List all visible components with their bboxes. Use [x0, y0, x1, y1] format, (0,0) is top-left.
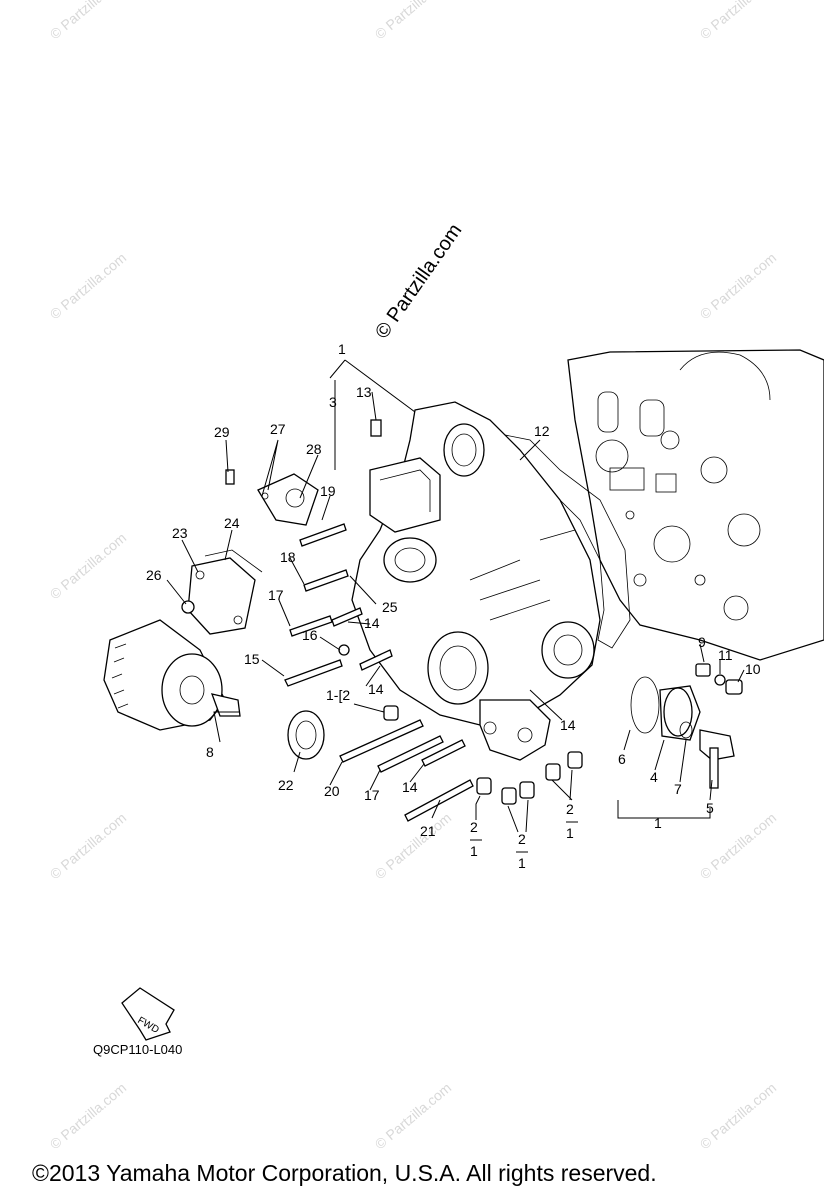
cover-plate	[187, 549, 263, 635]
watermark: © Partzilla.com	[372, 809, 455, 882]
watermark: © Partzilla.com	[372, 0, 455, 42]
callout: 2	[566, 801, 574, 817]
callout: 1	[518, 855, 526, 871]
bolt-14a	[331, 607, 363, 627]
callout: 11	[718, 647, 733, 663]
callout: 6	[618, 751, 626, 767]
callout: 14	[368, 681, 384, 697]
watermark: © Partzilla.com	[697, 249, 780, 322]
callout: 19	[320, 483, 336, 499]
bolt-20	[339, 719, 424, 763]
callout: 18	[280, 549, 296, 565]
relief-valve-parts	[695, 663, 743, 695]
watermark: © Partzilla.com	[47, 809, 130, 882]
callout: 29	[214, 424, 230, 440]
callout: 1-[2	[326, 687, 350, 703]
bolt-29	[225, 469, 235, 485]
callout: 7	[674, 781, 682, 797]
washer-16	[338, 644, 350, 656]
bolts	[284, 419, 474, 822]
oil-filter	[103, 619, 241, 731]
watermark: © Partzilla.com	[47, 1079, 130, 1152]
callout: 22	[278, 777, 294, 793]
callout: 23	[172, 525, 188, 541]
callout: 5	[706, 800, 714, 816]
callout: 28	[306, 441, 322, 457]
callout: 14	[402, 779, 418, 795]
bolt-21	[404, 779, 474, 822]
callout: 2	[518, 831, 526, 847]
watermark: © Partzilla.com	[697, 809, 780, 882]
bolt-15	[284, 659, 343, 687]
watermark: © Partzilla.com	[47, 249, 130, 322]
nut-26	[181, 600, 195, 614]
callout: 1	[566, 825, 574, 841]
watermark: © Partzilla.com	[697, 0, 780, 42]
thermostat-plate	[257, 473, 319, 526]
watermark: © Partzilla.com	[47, 0, 130, 42]
callout: 10	[745, 661, 761, 677]
callout: 14	[364, 615, 380, 631]
callout: 24	[224, 515, 240, 531]
callout: 3	[329, 394, 337, 410]
callout: 21	[420, 823, 436, 839]
bolt-18	[303, 569, 349, 592]
callout: 13	[356, 384, 372, 400]
bolt-13	[370, 419, 382, 437]
callout: 1	[338, 341, 346, 357]
callout: 15	[244, 651, 260, 667]
leader-lines	[166, 359, 745, 853]
bolt-19	[299, 523, 347, 547]
bolt-14b	[359, 649, 393, 671]
callout: 14	[560, 717, 576, 733]
callouts: 1 3 13 12 29 27 28 19 23 24 26 18 25 17 …	[146, 341, 761, 871]
callout: 27	[270, 421, 286, 437]
watermark: © Partzilla.com	[372, 1079, 455, 1152]
filter-housing	[630, 676, 735, 789]
callout: 1	[654, 815, 662, 831]
oil-seal-22	[287, 710, 325, 760]
callout: 26	[146, 567, 162, 583]
callout: 4	[650, 769, 658, 785]
callout: 20	[324, 783, 340, 799]
callout: 17	[268, 587, 284, 603]
watermark: © Partzilla.com	[47, 529, 130, 602]
callout: 12	[534, 423, 550, 439]
fwd-arrow-icon: FWD	[121, 987, 175, 1041]
callout: 25	[382, 599, 398, 615]
callout: 8	[206, 744, 214, 760]
timing-cover	[351, 401, 601, 761]
main-watermark: © Partzilla.com	[371, 220, 466, 343]
callout: 16	[302, 627, 318, 643]
crankcase-plate	[567, 349, 824, 661]
callout: 9	[698, 634, 706, 650]
callout: 1	[470, 843, 478, 859]
plugs	[383, 705, 583, 805]
watermark: © Partzilla.com	[697, 1079, 780, 1152]
callout: 2	[470, 819, 478, 835]
copyright-notice: ©2013 Yamaha Motor Corporation, U.S.A. A…	[32, 1160, 657, 1186]
callout: 17	[364, 787, 380, 803]
diagram-code: Q9CP110-L040	[93, 1042, 183, 1057]
